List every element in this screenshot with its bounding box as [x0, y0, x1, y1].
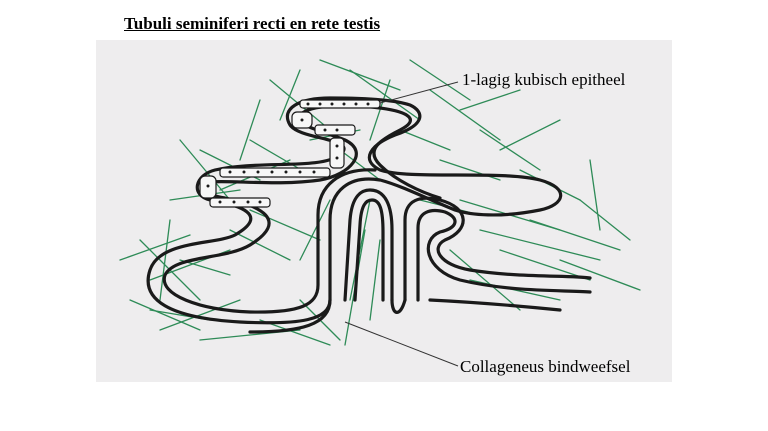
diagram-title: Tubuli seminiferi recti en rete testis — [124, 14, 381, 33]
epithelium-label: 1-lagig kubisch epitheel — [462, 70, 626, 89]
epithelium-leader-line — [379, 81, 459, 104]
connective-tissue-leader-line — [344, 321, 459, 367]
leader-lines — [344, 81, 459, 367]
connective-tissue-label: Collageneus bindweefsel — [460, 357, 631, 376]
epithelium-cells — [199, 99, 381, 208]
tubule-network — [146, 96, 592, 334]
epithelium-nuclei — [206, 102, 370, 204]
